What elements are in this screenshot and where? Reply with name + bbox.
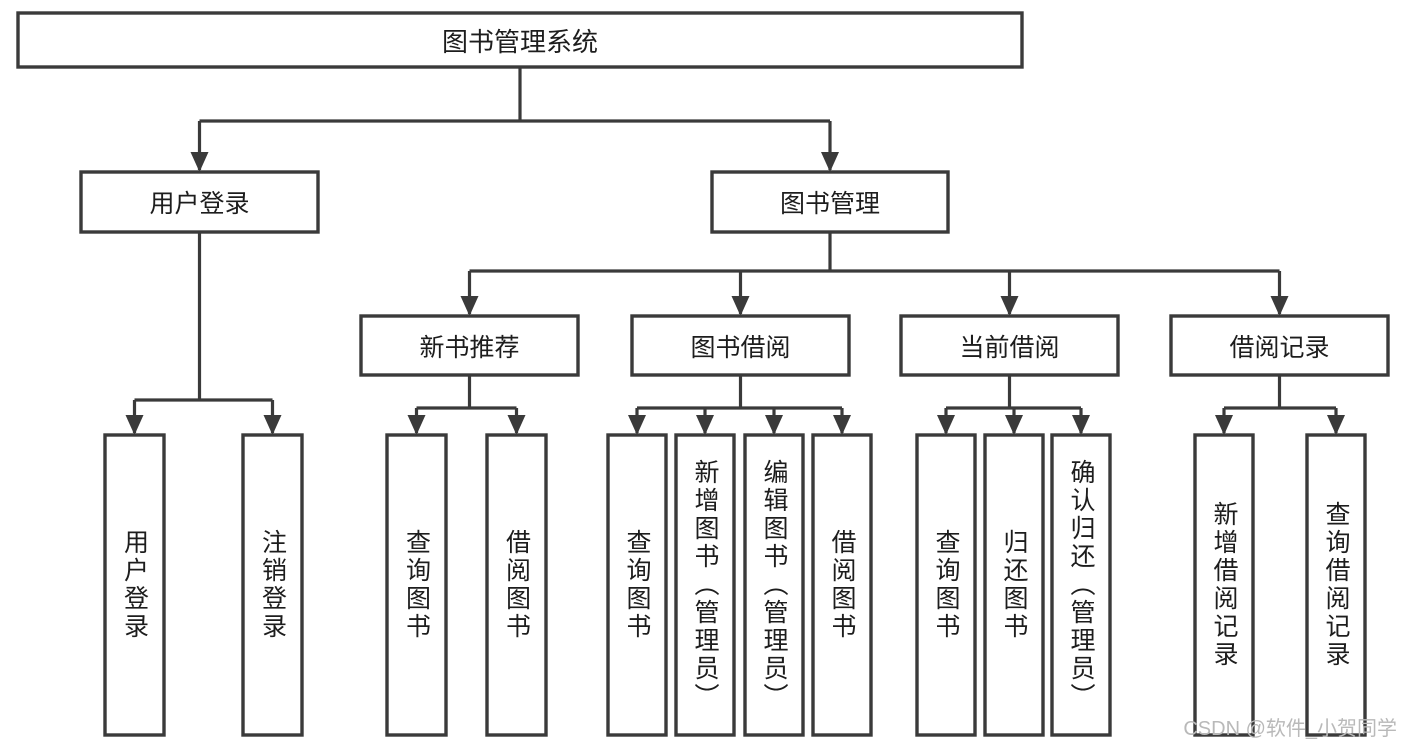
arrow-head-icon (263, 415, 282, 435)
node-box-leaf-query-book-2[interactable] (606, 433, 668, 737)
node-box-book-borrow[interactable] (630, 314, 851, 377)
node-box-leaf-edit-book-admin[interactable] (743, 433, 805, 737)
arrow-head-icon (1072, 415, 1090, 435)
node-box-new-book-recommend[interactable] (359, 314, 580, 377)
arrow-head-icon (731, 296, 750, 316)
node-box-leaf-return-book[interactable] (983, 433, 1045, 737)
arrow-head-icon (1000, 296, 1019, 316)
arrow-head-icon (833, 415, 851, 435)
node-box-root[interactable] (16, 11, 1024, 69)
arrow-head-icon (628, 415, 646, 435)
watermark-label: CSDN @软件_小贺同学 (1183, 718, 1397, 740)
connector-group (125, 67, 1345, 435)
arrow-head-icon (821, 152, 839, 172)
arrow-head-icon (125, 415, 144, 435)
node-box-current-borrow[interactable] (899, 314, 1120, 377)
arrow-head-icon (1005, 415, 1023, 435)
node-box-leaf-borrow-book-2[interactable] (811, 433, 873, 737)
arrow-head-icon (696, 415, 714, 435)
node-box-leaf-user-logout[interactable] (241, 433, 304, 737)
node-box-leaf-add-borrow-record[interactable] (1193, 433, 1255, 737)
node-box-leaf-query-borrow-record[interactable] (1305, 433, 1367, 737)
arrow-head-icon (937, 415, 955, 435)
node-box-user-login[interactable] (79, 170, 320, 234)
node-box-leaf-confirm-return-admin[interactable] (1050, 433, 1112, 737)
node-box-leaf-query-book-1[interactable] (385, 433, 448, 737)
node-box-leaf-borrow-book-1[interactable] (485, 433, 548, 737)
node-box-borrow-record[interactable] (1169, 314, 1390, 377)
arrow-head-icon (1327, 415, 1345, 435)
node-box-leaf-add-book-admin[interactable] (674, 433, 736, 737)
arrow-head-icon (765, 415, 783, 435)
arrow-head-icon (1270, 296, 1289, 316)
arrow-head-icon (507, 415, 526, 435)
arrow-head-icon (1215, 415, 1233, 435)
arrow-head-icon (460, 296, 479, 316)
node-box-book-management[interactable] (710, 170, 950, 234)
node-box-group (16, 11, 1390, 737)
arrow-head-icon (407, 415, 426, 435)
node-box-leaf-query-book-3[interactable] (915, 433, 977, 737)
arrow-head-icon (190, 152, 209, 172)
node-box-leaf-user-login[interactable] (103, 433, 166, 737)
